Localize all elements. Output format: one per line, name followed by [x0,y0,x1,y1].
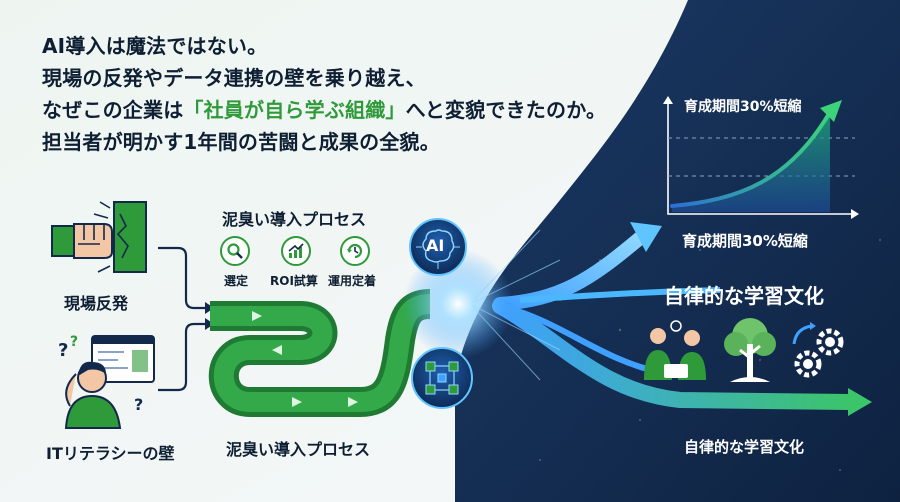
resistance-label: 現場反発 [64,294,129,313]
brain-chip-icon [408,217,468,277]
headline-line-4: 担当者が明かす1年間の苦闘と成果の全貌。 [42,130,440,154]
confused-person-icon: ? ? ? [48,334,160,430]
gears-icon [790,322,850,382]
svg-text:?: ? [58,340,68,361]
svg-text:?: ? [70,334,78,350]
headline-line-3-post: へと変貌できたのか。 [405,98,607,122]
literacy-label: ITリテラシーの壁 [46,444,175,463]
process-title-top: 泥臭い導入プロセス [222,210,367,229]
step-label-roi: ROI試算 [270,274,318,288]
headline-line-2: 現場の反発やデータ連携の壁を乗り越え、 [42,66,426,90]
chart-top-label: 育成期間30%短縮 [684,99,802,115]
cycle-icon [340,236,370,266]
headline-line-1: AI導入は魔法ではない。 [42,34,268,58]
growth-chart-icon [281,236,311,266]
chart-bottom-label: 育成期間30%短縮 [682,232,808,250]
people-icon [640,320,710,386]
headline-line-3: なぜこの企業は「社員が自ら学ぶ組織」へと変貌できたのか。 [42,94,632,126]
culture-bottom-label: 自律的な学習文化 [684,438,805,456]
headline-highlight: 「社員が自ら学ぶ組織」 [183,98,406,122]
culture-title: 自律的な学習文化 [664,284,824,308]
svg-text:?: ? [134,395,143,414]
fist-icon [48,200,158,275]
ai-badge: AI [426,236,445,255]
tree-icon [722,314,778,386]
headline-line-3-pre: なぜこの企業は [42,98,184,122]
step-label-selection: 選定 [224,274,249,288]
search-icon [220,236,250,266]
process-title-bottom: 泥臭い導入プロセス [226,440,371,459]
step-label-operation: 運用定着 [328,274,377,288]
workflow-icon [410,346,474,410]
headline: AI導入は魔法ではない。 現場の反発やデータ連携の壁を乗り越え、 なぜこの企業は… [42,30,632,158]
